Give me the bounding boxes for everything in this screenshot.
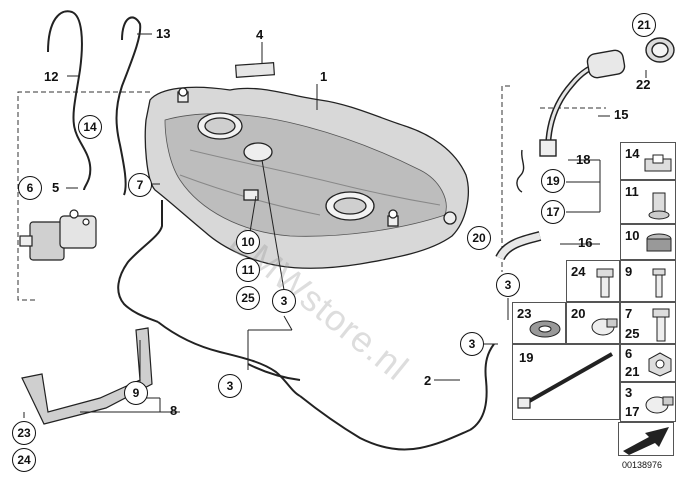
parts-cell-20: 20 xyxy=(566,302,620,344)
callout-4: 4 xyxy=(256,27,264,42)
bracket-8 xyxy=(21,327,153,425)
parts-cell-7-25: 7 25 xyxy=(620,302,676,344)
direction-arrow-box xyxy=(618,422,674,456)
parts-cell-23: 23 xyxy=(512,302,566,344)
group-bracket-lines xyxy=(17,85,606,301)
fuel-tank xyxy=(144,86,469,269)
direction-arrow-icon xyxy=(623,427,669,455)
callout-13: 13 xyxy=(156,26,171,41)
circled-callout-21: 21 xyxy=(632,13,656,37)
parts-cell-10: 10 xyxy=(620,224,676,260)
circled-callout-11: 11 xyxy=(236,258,260,282)
parts-cell-19: 19 xyxy=(512,344,620,420)
circled-callout-3-a: 3 xyxy=(272,289,296,313)
seal-ring-icon xyxy=(529,320,561,338)
hex-bolt-icon xyxy=(652,308,670,342)
callout-16: 16 xyxy=(578,235,593,250)
circled-callout-3-b: 3 xyxy=(218,374,242,398)
ground-wire xyxy=(516,149,525,193)
callout-8: 8 xyxy=(170,403,178,418)
circled-callout-3-d: 3 xyxy=(496,273,520,297)
callout-22: 22 xyxy=(636,77,651,92)
leader-lines xyxy=(23,33,647,418)
circled-callout-23: 23 xyxy=(12,421,36,445)
clip-icon xyxy=(644,154,672,172)
callout-1: 1 xyxy=(320,69,328,84)
bolt-icon xyxy=(596,268,614,298)
circled-callout-19: 19 xyxy=(541,169,565,193)
parts-cell-11: 11 xyxy=(620,180,676,224)
clamp-icon xyxy=(645,396,674,414)
pump-module xyxy=(19,209,97,261)
filler-neck xyxy=(539,37,675,157)
parts-cell-24: 24 xyxy=(566,260,620,302)
circled-callout-10: 10 xyxy=(236,230,260,254)
callout-12: 12 xyxy=(44,69,59,84)
parts-cell-6-21: 6 21 xyxy=(620,344,676,382)
callout-18: 18 xyxy=(576,152,591,167)
parts-cell-3-17: 3 17 xyxy=(620,382,676,422)
circled-callout-14: 14 xyxy=(78,115,102,139)
cable-tie xyxy=(517,352,613,409)
circled-callout-24: 24 xyxy=(12,448,36,472)
stud-icon xyxy=(652,268,666,298)
pad-part xyxy=(234,62,276,78)
circled-callout-7: 7 xyxy=(128,173,152,197)
circled-callout-9: 9 xyxy=(124,381,148,405)
hex-nut-icon xyxy=(648,352,672,377)
parts-cell-9: 9 xyxy=(620,260,676,302)
vent-lines xyxy=(47,10,142,196)
hose-clamp-icon xyxy=(591,318,618,336)
document-id: 00138976 xyxy=(622,460,663,470)
fuel-lines xyxy=(117,200,495,451)
callout-15: 15 xyxy=(614,107,629,122)
circled-callout-25: 25 xyxy=(236,286,260,310)
grommet-icon xyxy=(648,192,670,220)
circled-callout-20: 20 xyxy=(467,226,491,250)
parts-cell-14: 14 xyxy=(620,142,676,180)
callout-5: 5 xyxy=(52,180,60,195)
circled-callout-3-c: 3 xyxy=(460,332,484,356)
callout-2: 2 xyxy=(424,373,432,388)
rubber-mount-icon xyxy=(646,233,672,252)
circled-callout-6: 6 xyxy=(18,176,42,200)
circled-callout-17: 17 xyxy=(541,200,565,224)
